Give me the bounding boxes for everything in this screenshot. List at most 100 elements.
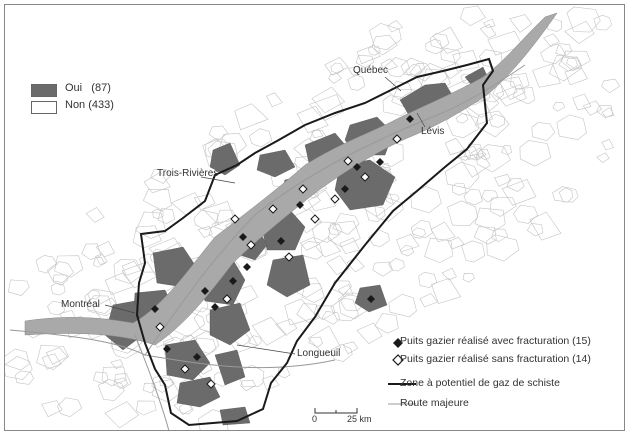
municipal-boundary — [157, 208, 176, 224]
municipal-boundary — [284, 298, 318, 326]
municipal-boundary — [510, 73, 530, 90]
municipal-boundary — [445, 111, 479, 139]
municipal-boundary — [400, 57, 425, 76]
municipal-boundary — [321, 311, 341, 325]
municipal-boundary — [87, 289, 101, 300]
well-with-fracturing — [229, 277, 237, 285]
municipal-boundary — [476, 149, 491, 161]
oui-municipality — [209, 302, 251, 346]
municipal-boundary — [552, 186, 574, 203]
well-without-fracturing — [360, 172, 370, 182]
municipal-boundary — [347, 74, 366, 91]
municipal-boundary — [45, 347, 68, 365]
wells-with-fracturing — [151, 115, 414, 361]
map-canvas[interactable] — [5, 5, 625, 431]
well-with-fracturing — [376, 158, 384, 166]
municipal-boundary — [387, 20, 404, 33]
major-roads — [9, 64, 526, 430]
municipal-boundary — [84, 288, 117, 314]
legend-oui-label: Oui (87) — [65, 82, 111, 94]
municipal-boundary — [327, 223, 343, 235]
municipal-boundary — [219, 132, 247, 155]
municipal-boundary — [339, 237, 360, 255]
municipal-boundary — [330, 297, 360, 322]
municipal-boundary — [110, 359, 124, 370]
municipal-boundary — [312, 221, 340, 243]
municipal-boundary — [441, 267, 457, 281]
municipal-boundary — [564, 67, 588, 86]
municipal-boundary — [425, 38, 443, 55]
legend-road-label: Route majeure — [400, 397, 469, 409]
municipal-boundary — [506, 178, 525, 192]
well-with-fracturing — [211, 303, 219, 311]
municipal-boundary — [249, 128, 273, 148]
municipal-boundary — [475, 144, 511, 173]
municipal-boundary — [460, 5, 486, 27]
municipal-boundary — [114, 377, 129, 389]
municipal-boundary — [311, 86, 346, 114]
well-with-fracturing — [239, 233, 247, 241]
well-without-fracturing — [230, 214, 240, 224]
municipal-boundary — [36, 344, 69, 371]
well-without-fracturing — [298, 184, 308, 194]
municipal-boundary — [142, 189, 172, 211]
municipal-boundary — [410, 186, 442, 214]
municipal-boundary — [462, 272, 475, 283]
municipal-boundary — [601, 107, 615, 118]
municipal-boundary — [501, 145, 512, 155]
municipal-boundary — [430, 221, 456, 243]
scale-label-distance: 25 km — [347, 414, 372, 424]
municipal-boundary — [374, 313, 399, 334]
municipal-boundary — [104, 272, 135, 295]
legend-without-fracturing-label: Puits gazier réalisé sans fracturation (… — [400, 353, 591, 365]
municipal-boundary — [151, 379, 181, 403]
municipal-boundary — [330, 62, 344, 74]
well-with-fracturing — [341, 185, 349, 193]
municipal-boundary — [531, 122, 556, 142]
well-without-fracturing — [284, 252, 294, 262]
municipal-boundary — [121, 261, 157, 289]
municipal-boundary — [452, 50, 480, 72]
municipal-boundary — [104, 401, 140, 429]
legend-well-with-fracturing-icon — [393, 338, 403, 348]
municipal-boundary — [248, 335, 262, 346]
municipal-boundary — [479, 23, 497, 39]
municipal-boundary — [328, 220, 361, 248]
municipal-boundary — [7, 279, 30, 296]
well-with-fracturing — [296, 201, 304, 209]
oui-municipality — [164, 339, 211, 381]
municipal-boundary — [440, 47, 461, 64]
well-without-fracturing — [155, 322, 165, 332]
municipal-boundary — [494, 174, 512, 187]
municipal-boundary — [486, 234, 520, 262]
municipal-boundary — [474, 207, 506, 232]
municipal-boundary — [101, 366, 127, 387]
city-leaders — [104, 76, 426, 355]
municipal-boundary — [429, 33, 450, 50]
municipal-boundary — [513, 204, 539, 224]
municipal-boundary — [47, 300, 65, 316]
municipal-boundary — [309, 94, 345, 121]
municipal-boundary — [532, 63, 561, 88]
city-label-montreal: Montréal — [61, 299, 100, 310]
municipal-boundary — [481, 189, 499, 203]
municipal-boundary — [526, 223, 544, 237]
municipal-boundary — [372, 261, 393, 277]
municipal-boundary — [277, 366, 291, 379]
municipal-boundary — [369, 22, 402, 51]
well-without-fracturing — [246, 240, 256, 250]
municipal-boundary — [54, 255, 84, 278]
municipal-boundary — [561, 50, 591, 72]
municipal-boundary — [95, 253, 108, 265]
municipal-boundary — [529, 211, 562, 241]
well-without-fracturing — [180, 364, 190, 374]
municipal-boundary — [596, 152, 610, 163]
municipal-boundary — [356, 322, 383, 344]
municipal-boundary — [240, 379, 256, 392]
municipal-boundary — [491, 228, 509, 243]
municipal-boundary — [275, 318, 298, 336]
municipal-boundary — [380, 58, 399, 72]
municipal-boundary — [424, 237, 454, 263]
municipal-boundary — [388, 293, 417, 318]
municipal-boundary — [495, 84, 527, 107]
